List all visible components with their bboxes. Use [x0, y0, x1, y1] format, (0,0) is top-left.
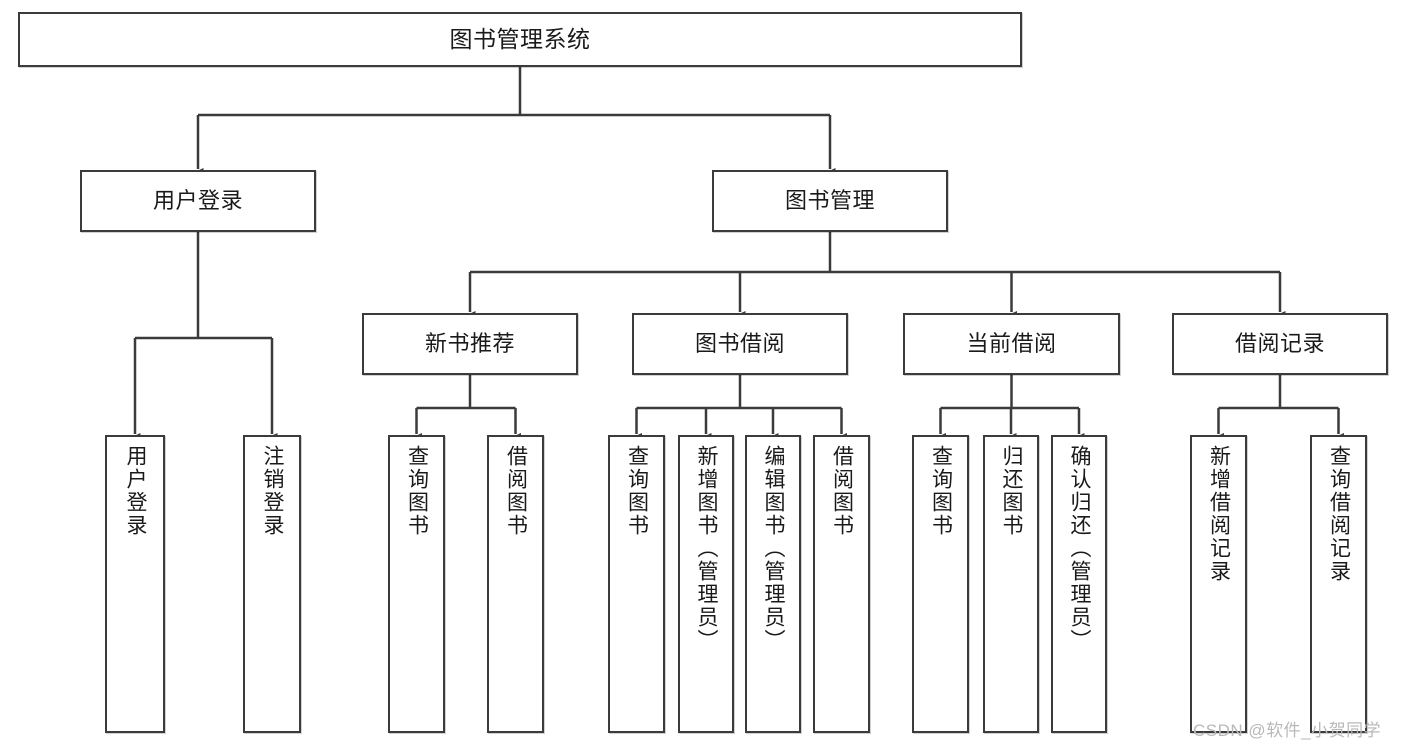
node-label: 查询图书: [405, 445, 429, 537]
node-label: 图书管理: [784, 188, 875, 214]
node-label: 用户登录: [152, 188, 243, 214]
node-label: 编辑图书（管理员）: [762, 445, 786, 652]
node-label: 确认归还（管理员）: [1068, 445, 1092, 652]
node-leaf-login-1[interactable]: 用户登录: [105, 435, 165, 733]
node-label: 用户登录: [124, 445, 148, 537]
node-leaf-bor-3[interactable]: 编辑图书（管理员）: [745, 435, 801, 733]
node-leaf-bor-1[interactable]: 查询图书: [608, 435, 665, 733]
node-leaf-cur-2[interactable]: 归还图书: [983, 435, 1039, 733]
node-current[interactable]: 当前借阅: [903, 313, 1120, 375]
node-label: 图书借阅: [694, 331, 785, 357]
node-label: 新书推荐: [424, 331, 515, 357]
node-bookmgmt[interactable]: 图书管理: [712, 170, 948, 232]
node-leaf-new-1[interactable]: 查询图书: [388, 435, 445, 733]
node-label: 当前借阅: [966, 331, 1057, 357]
node-leaf-login-2[interactable]: 注销登录: [243, 435, 301, 733]
node-label: 借阅图书: [830, 445, 854, 537]
node-newbook[interactable]: 新书推荐: [362, 313, 578, 375]
node-label: 借阅记录: [1234, 331, 1325, 357]
node-label: 图书管理系统: [449, 25, 591, 52]
node-borrow[interactable]: 图书借阅: [632, 313, 848, 375]
node-leaf-cur-3[interactable]: 确认归还（管理员）: [1051, 435, 1107, 733]
node-leaf-cur-1[interactable]: 查询图书: [912, 435, 969, 733]
node-label: 新增图书（管理员）: [695, 445, 719, 652]
node-leaf-new-2[interactable]: 借阅图书: [487, 435, 544, 733]
node-label: 新增借阅记录: [1207, 445, 1231, 583]
node-leaf-bor-2[interactable]: 新增图书（管理员）: [678, 435, 734, 733]
node-records[interactable]: 借阅记录: [1172, 313, 1388, 375]
node-leaf-rec-1[interactable]: 新增借阅记录: [1190, 435, 1247, 733]
node-leaf-bor-4[interactable]: 借阅图书: [813, 435, 870, 733]
watermark: CSDN @软件_小贺同学: [1193, 721, 1382, 740]
node-label: 归还图书: [1000, 445, 1024, 537]
node-label: 借阅图书: [504, 445, 528, 537]
node-label: 查询图书: [929, 445, 953, 537]
edge-group: [129, 67, 1344, 443]
node-login[interactable]: 用户登录: [80, 170, 316, 232]
node-label: 注销登录: [261, 445, 285, 537]
node-leaf-rec-2[interactable]: 查询借阅记录: [1310, 435, 1367, 733]
node-label: 查询图书: [625, 445, 649, 537]
node-label: 查询借阅记录: [1327, 445, 1351, 583]
node-root[interactable]: 图书管理系统: [18, 12, 1022, 67]
